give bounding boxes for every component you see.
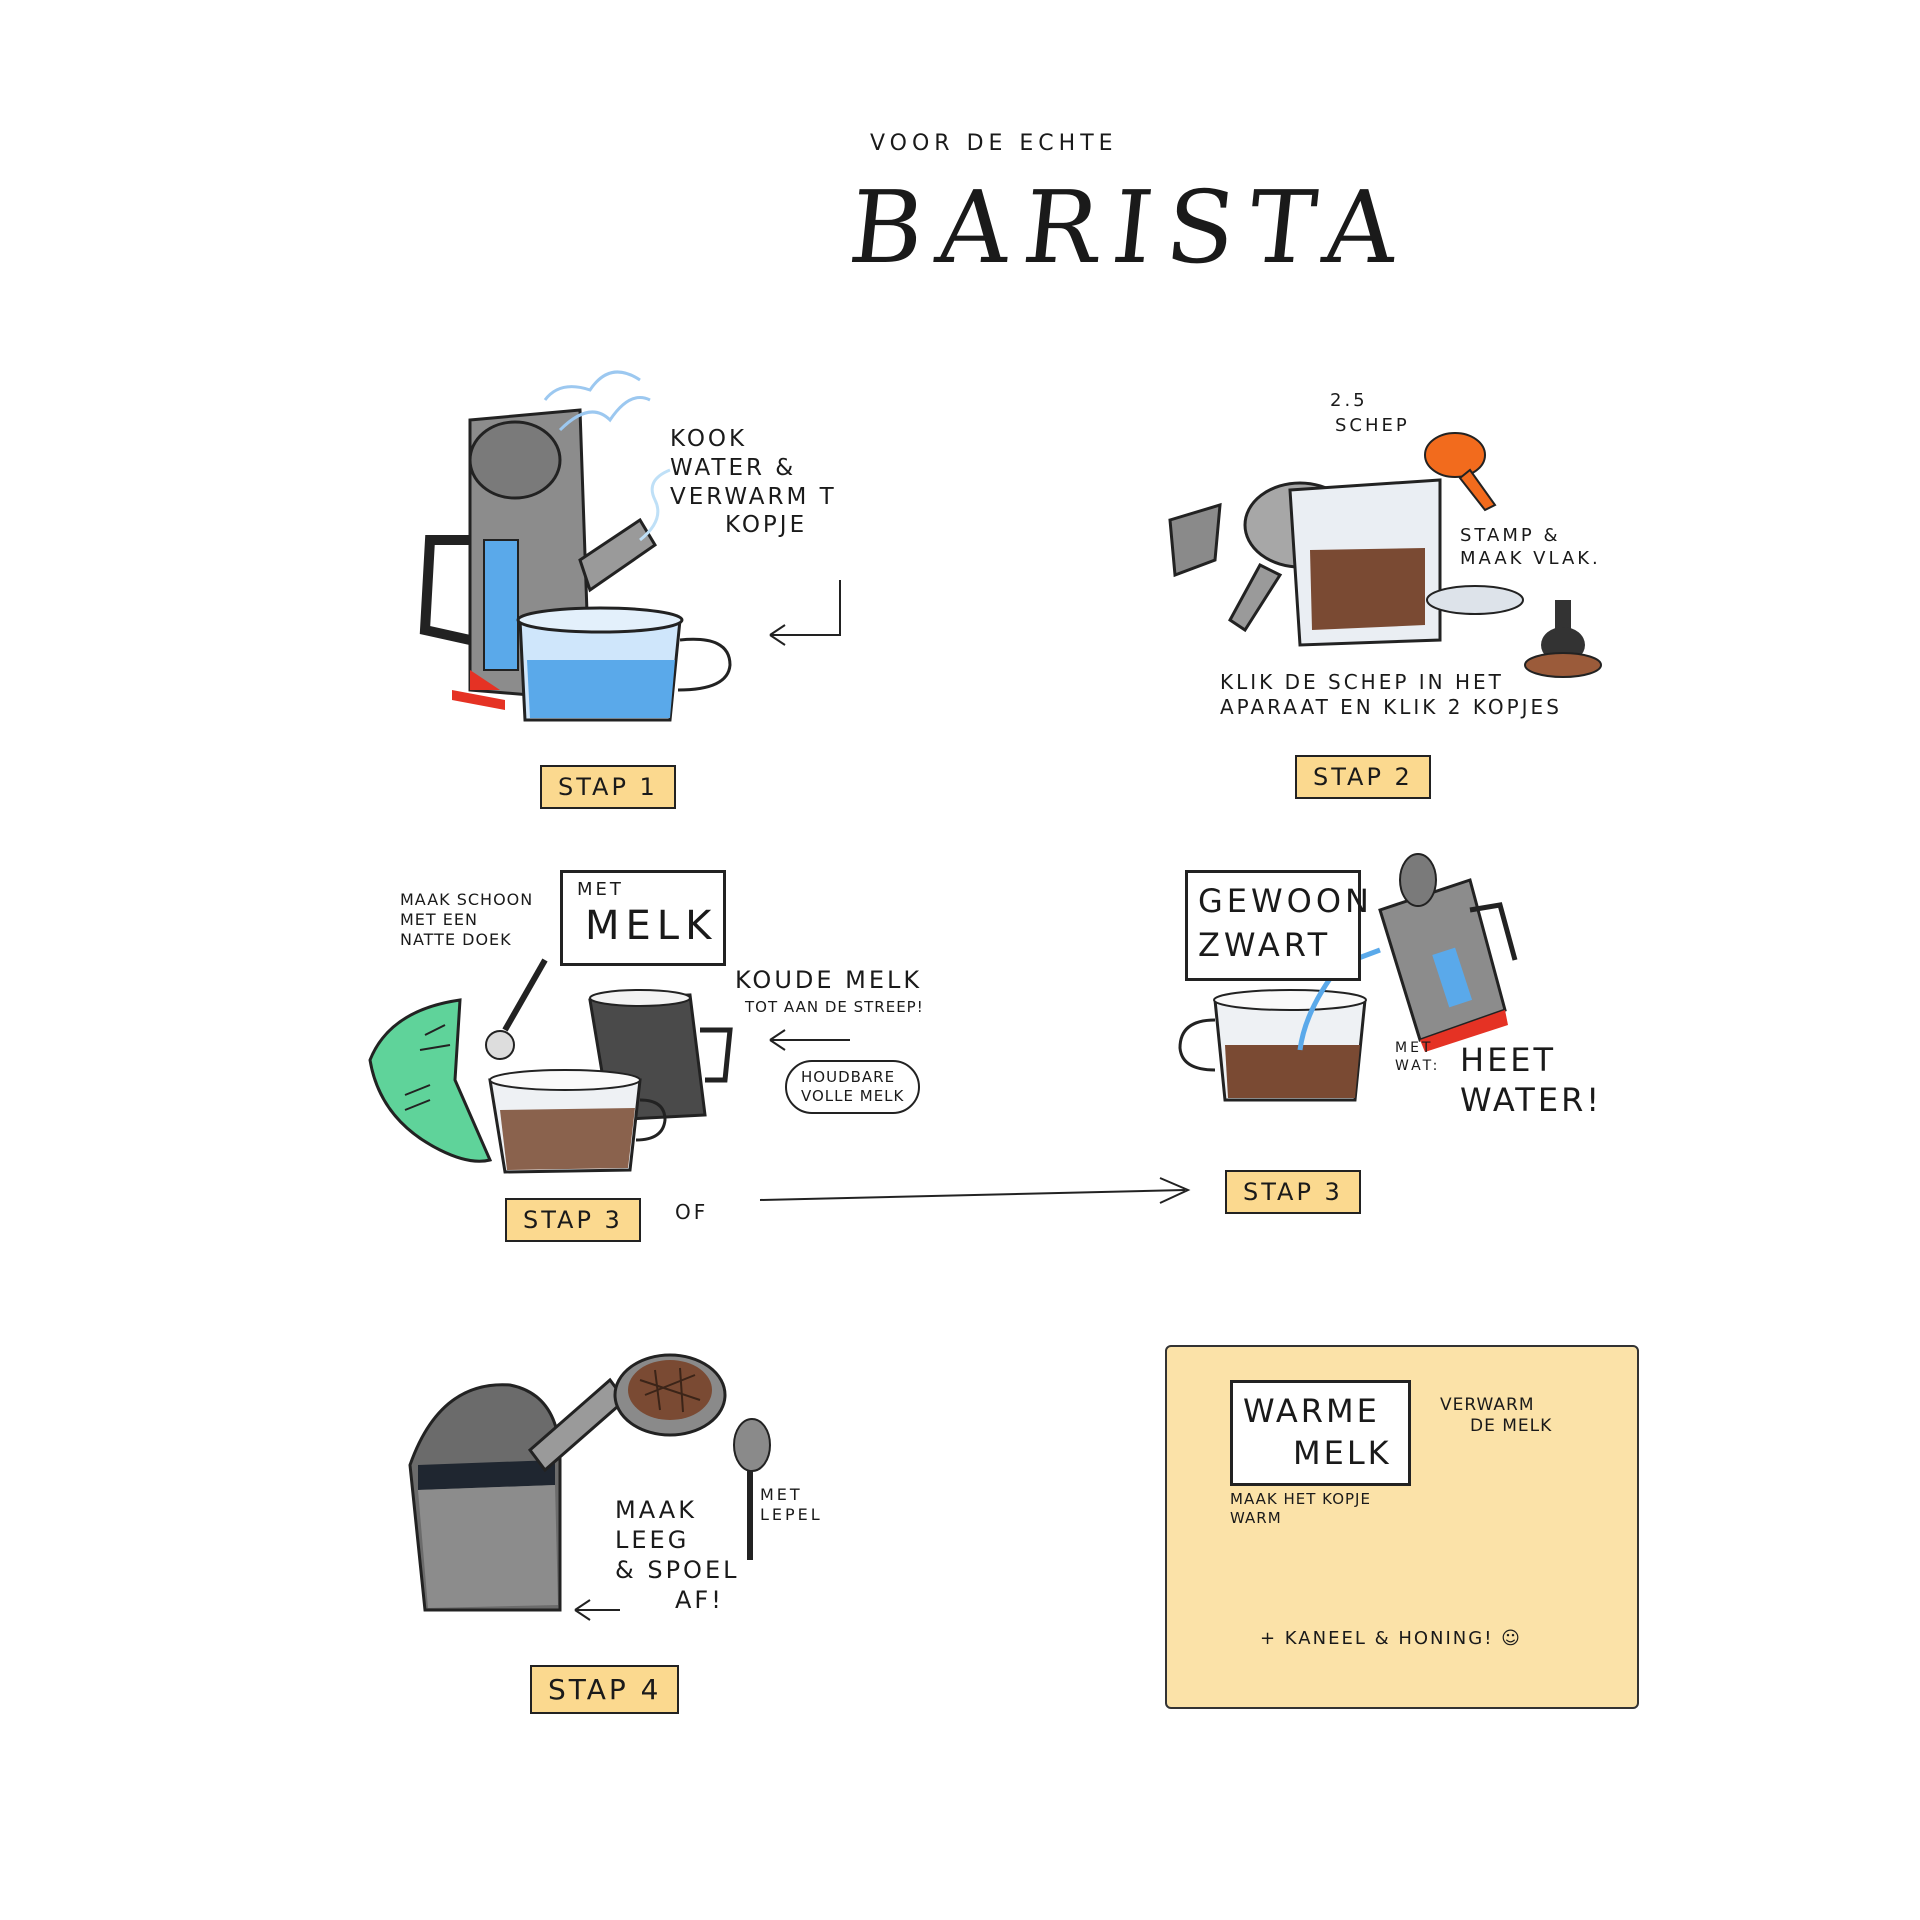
empty-rinse-text: MAAK LEEG & SPOEL AF! xyxy=(615,1495,739,1615)
knock-box-icon xyxy=(410,1385,560,1610)
subtitle: voor de echte xyxy=(870,130,1118,158)
step3-milk-badge: STAP 3 xyxy=(505,1198,641,1242)
just-black-box: GEWOON ZWART xyxy=(1185,870,1361,981)
page-title: BARISTA xyxy=(843,165,1417,290)
warm-cup-text: MAAK HET KOPJE WARM xyxy=(1230,1490,1371,1528)
tamp-text: STAMP & MAAK VLAK. xyxy=(1460,525,1601,570)
heat-milk-text: VERWARM DE MELK xyxy=(1440,1395,1552,1438)
cold-milk-text: KOUDE MELK xyxy=(735,965,922,995)
cold-milk-subtext: TOT AAN DE STREEP! xyxy=(745,998,924,1017)
cloth-icon xyxy=(370,1000,490,1161)
tamper-icon xyxy=(1427,586,1601,677)
with-milk-box: MET MELK xyxy=(560,870,726,966)
long-life-milk-text: HOUDBARE VOLLE MELK xyxy=(785,1060,920,1114)
scoop-label: SCHEP xyxy=(1335,415,1410,438)
coffee-grinder-icon xyxy=(1290,480,1440,645)
hot-water-text: HEET WATER! xyxy=(1460,1040,1602,1120)
arrow-right-icon xyxy=(760,1178,1188,1203)
step4-badge: STAP 4 xyxy=(530,1665,679,1714)
extras-text: + KANEEL & HONING! ☺ xyxy=(1260,1628,1522,1651)
with-what-text: MET WAT: xyxy=(1395,1040,1440,1075)
with-spoon-text: MET LEPEL xyxy=(760,1485,823,1525)
coffee-glass-icon xyxy=(490,1070,665,1172)
step1-text: KOOK WATER & VERWARM T KOPJE xyxy=(670,425,837,540)
warm-milk-box: WARME MELK xyxy=(1230,1380,1411,1486)
clean-text: MAAK SCHOON MET EEN NATTE DOEK xyxy=(400,890,533,950)
portafilter-used-icon xyxy=(530,1355,725,1470)
step1-badge: STAP 1 xyxy=(540,765,676,809)
scoop-amount: 2.5 xyxy=(1330,390,1368,413)
cleaning-brush-icon xyxy=(486,960,545,1059)
click-text: KLIK DE SCHEP IN HET APARAAT EN KLIK 2 K… xyxy=(1220,670,1562,720)
or-label: OF xyxy=(675,1200,708,1225)
black-coffee-cup-icon xyxy=(1180,990,1366,1100)
step3-black-badge: STAP 3 xyxy=(1225,1170,1361,1214)
step2-badge: STAP 2 xyxy=(1295,755,1431,799)
